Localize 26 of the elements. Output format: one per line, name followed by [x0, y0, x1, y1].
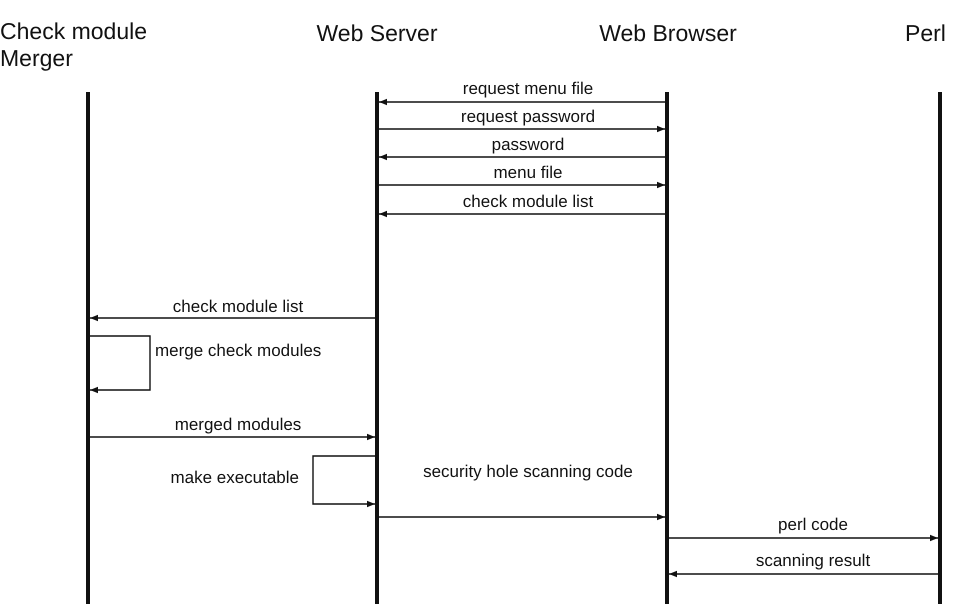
message-arrow — [379, 182, 665, 188]
message-arrow — [90, 314, 375, 322]
message-arrow — [379, 154, 665, 160]
message-label: check module list — [462, 191, 594, 212]
participant-name: Perl — [905, 20, 947, 47]
message-arrow — [379, 210, 665, 218]
message-arrow — [90, 434, 375, 440]
message-label: menu file — [492, 162, 564, 183]
message-arrow — [379, 514, 665, 520]
message-arrow — [669, 534, 938, 542]
participant-name: Web Browser — [598, 20, 738, 47]
message-arrow — [379, 98, 665, 106]
message-label: scanning result — [754, 550, 872, 571]
self-message-arrow — [90, 335, 151, 394]
self-message-arrow — [312, 455, 375, 508]
message-label: security hole scanning code — [422, 461, 634, 482]
message-label: perl code — [777, 514, 849, 535]
message-arrow — [669, 570, 938, 578]
message-label: request password — [460, 106, 596, 127]
message-label: request menu file — [462, 78, 594, 99]
message-label: password — [490, 134, 566, 155]
message-arrow — [379, 126, 665, 132]
message-label: merged modules — [174, 414, 302, 435]
participant-name: Check module Merger — [0, 18, 148, 72]
message-label: check module list — [172, 296, 304, 317]
participant-name: Web Server — [315, 20, 438, 47]
